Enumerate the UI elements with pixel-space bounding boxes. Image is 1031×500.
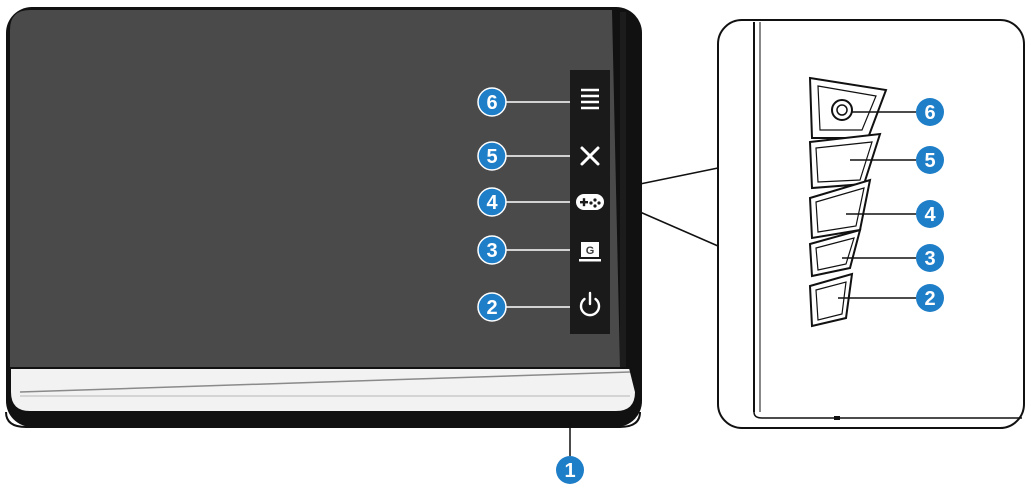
zoom-connector (639, 167, 719, 247)
bezel-edge (620, 12, 626, 368)
side-zoom-view (717, 19, 1025, 429)
monitor-chin (9, 367, 638, 413)
zoom-frame (717, 19, 1025, 429)
close-icon (580, 146, 600, 166)
front-button-close[interactable] (570, 128, 610, 178)
callout-number: 2 (924, 288, 935, 310)
callout-number: 3 (924, 248, 935, 270)
front-button-gameplus[interactable]: G (570, 226, 610, 278)
front-button-menu[interactable] (570, 72, 610, 122)
callout-side-3: 3 (842, 244, 944, 272)
front-callouts: 6 5 4 3 2 1 (477, 87, 584, 484)
callout-number: 5 (924, 150, 935, 172)
joystick-icon (831, 99, 853, 121)
callout-side-4: 4 (846, 200, 944, 228)
zoom-led (834, 416, 840, 420)
side-button-3[interactable] (808, 228, 862, 278)
callout-number: 1 (564, 460, 575, 482)
gameplus-g-icon: G (579, 242, 601, 262)
front-button-power[interactable] (570, 282, 610, 334)
power-led (563, 418, 575, 421)
callout-number: 5 (486, 146, 497, 168)
callout-number: 3 (486, 240, 497, 262)
callout-number: 4 (486, 192, 498, 214)
menu-icon (581, 88, 599, 110)
side-joystick-button[interactable] (808, 76, 888, 139)
power-icon (579, 291, 601, 317)
callout-side-6: 6 (852, 98, 944, 126)
callout-number: 6 (486, 92, 497, 114)
chin-line (19, 371, 631, 393)
callout-front-2: 2 (477, 292, 570, 322)
callout-side-5: 5 (850, 146, 944, 174)
side-callouts: 6 5 4 3 2 (838, 98, 944, 312)
display-panel (10, 10, 620, 368)
callout-bottom-1: 1 (556, 422, 584, 484)
side-button-2[interactable] (808, 272, 854, 328)
callout-front-3: 3 (477, 235, 570, 265)
gameplus-g-letter: G (586, 245, 595, 257)
monitor-base-outline (5, 411, 641, 428)
zoom-bottom-edge (753, 411, 1022, 419)
callout-number: 6 (924, 102, 935, 124)
monitor-front-view (5, 7, 642, 428)
callout-number: 4 (924, 204, 936, 226)
callout-front-4: 4 (477, 187, 570, 217)
callout-front-6: 6 (477, 87, 570, 117)
callout-number: 2 (486, 297, 497, 319)
callout-side-2: 2 (838, 284, 944, 312)
front-button-gamevisual[interactable] (570, 180, 610, 224)
callout-front-5: 5 (477, 141, 570, 171)
gamepad-icon (576, 194, 604, 210)
